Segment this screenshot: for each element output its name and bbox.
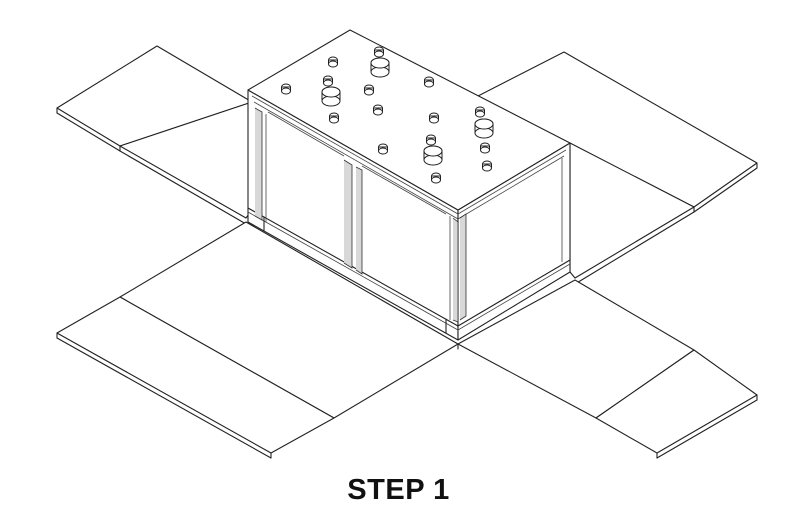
post xyxy=(474,118,494,139)
terminal xyxy=(328,56,338,68)
step-label: STEP 1 xyxy=(347,474,450,506)
post xyxy=(321,86,341,107)
flap-front-left xyxy=(56,221,459,459)
terminal xyxy=(329,112,339,124)
post xyxy=(370,57,390,78)
terminal xyxy=(364,84,374,96)
flap-front-right xyxy=(457,279,758,459)
terminal xyxy=(431,172,441,184)
terminal xyxy=(373,104,383,116)
post xyxy=(423,145,443,166)
terminal xyxy=(378,143,388,155)
terminal xyxy=(429,112,439,124)
flap-back-left xyxy=(56,45,253,225)
terminal xyxy=(424,76,434,88)
flap-back-right xyxy=(477,51,758,285)
posts xyxy=(321,57,494,166)
terminal xyxy=(480,142,490,154)
terminal xyxy=(426,134,436,146)
packaging-diagram xyxy=(56,29,758,459)
terminal xyxy=(323,75,333,87)
terminal xyxy=(281,83,291,95)
terminal xyxy=(475,106,485,118)
terminals xyxy=(281,46,492,184)
terminal xyxy=(374,46,384,58)
terminal xyxy=(482,160,492,172)
